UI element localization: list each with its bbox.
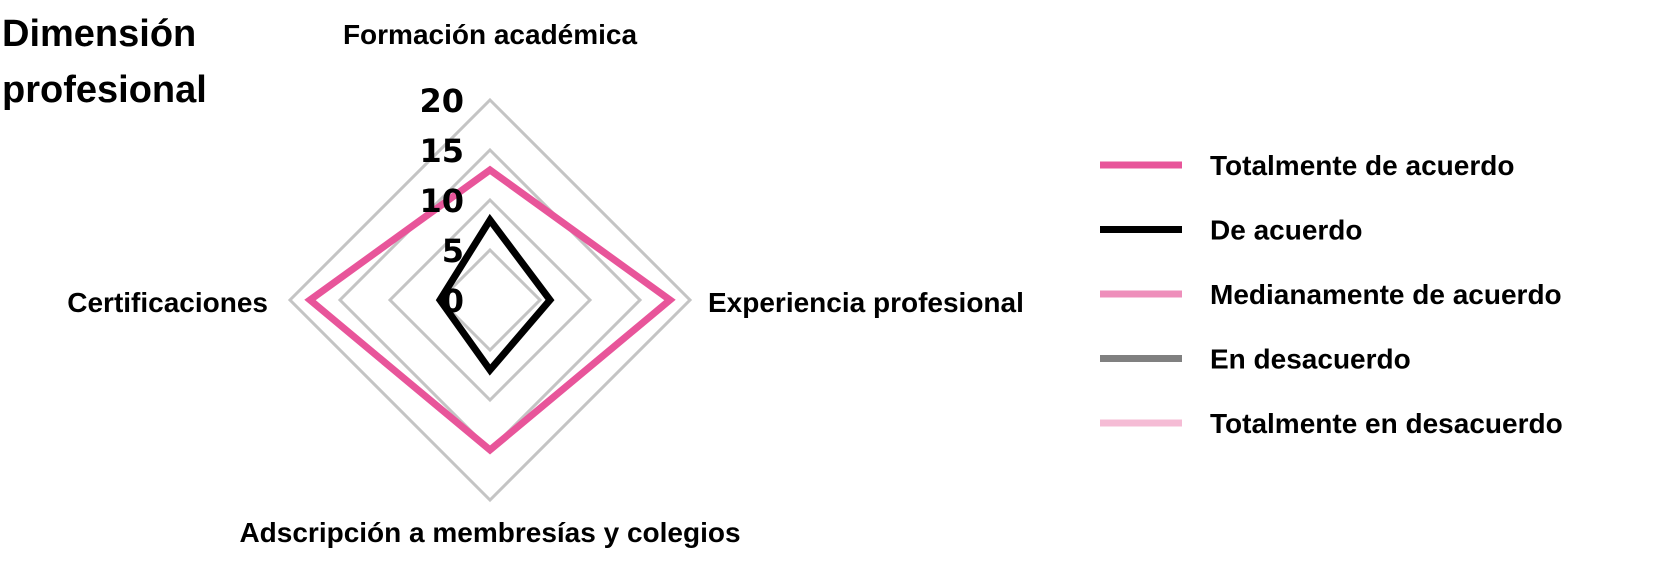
chart-title: Dimensión profesional (2, 13, 207, 111)
series-line-0 (304, 165, 676, 455)
tick-label-20: 20 (419, 82, 464, 120)
grid-ring-10 (387, 197, 593, 403)
radar-grid (287, 97, 693, 503)
radar-tick-labels: 0 5 10 15 20 (419, 82, 464, 320)
legend-label-4: Totalmente en desacuerdo (1210, 408, 1563, 439)
axis-label-2: Adscripción a membresías y colegios (239, 517, 740, 548)
legend-label-1: De acuerdo (1210, 215, 1363, 246)
series-line-1 (435, 213, 555, 376)
tick-label-0: 0 (442, 282, 464, 320)
tick-label-10: 10 (419, 182, 464, 220)
axis-label-3: Certificaciones (67, 287, 268, 318)
axis-label-1: Experiencia profesional (708, 287, 1024, 318)
legend-label-0: Totalmente de acuerdo (1210, 150, 1514, 181)
legend-label-2: Medianamente de acuerdo (1210, 279, 1562, 310)
radar-series (304, 165, 676, 455)
grid-ring-20 (287, 97, 693, 503)
axis-label-0: Formación académica (343, 19, 638, 50)
tick-label-5: 5 (442, 232, 464, 270)
legend-label-3: En desacuerdo (1210, 344, 1411, 375)
tick-label-15: 15 (419, 132, 464, 170)
grid-ring-15 (337, 147, 643, 453)
grid-ring-5 (437, 247, 543, 353)
legend: Totalmente de acuerdo De acuerdoMedianame… (1100, 150, 1563, 439)
